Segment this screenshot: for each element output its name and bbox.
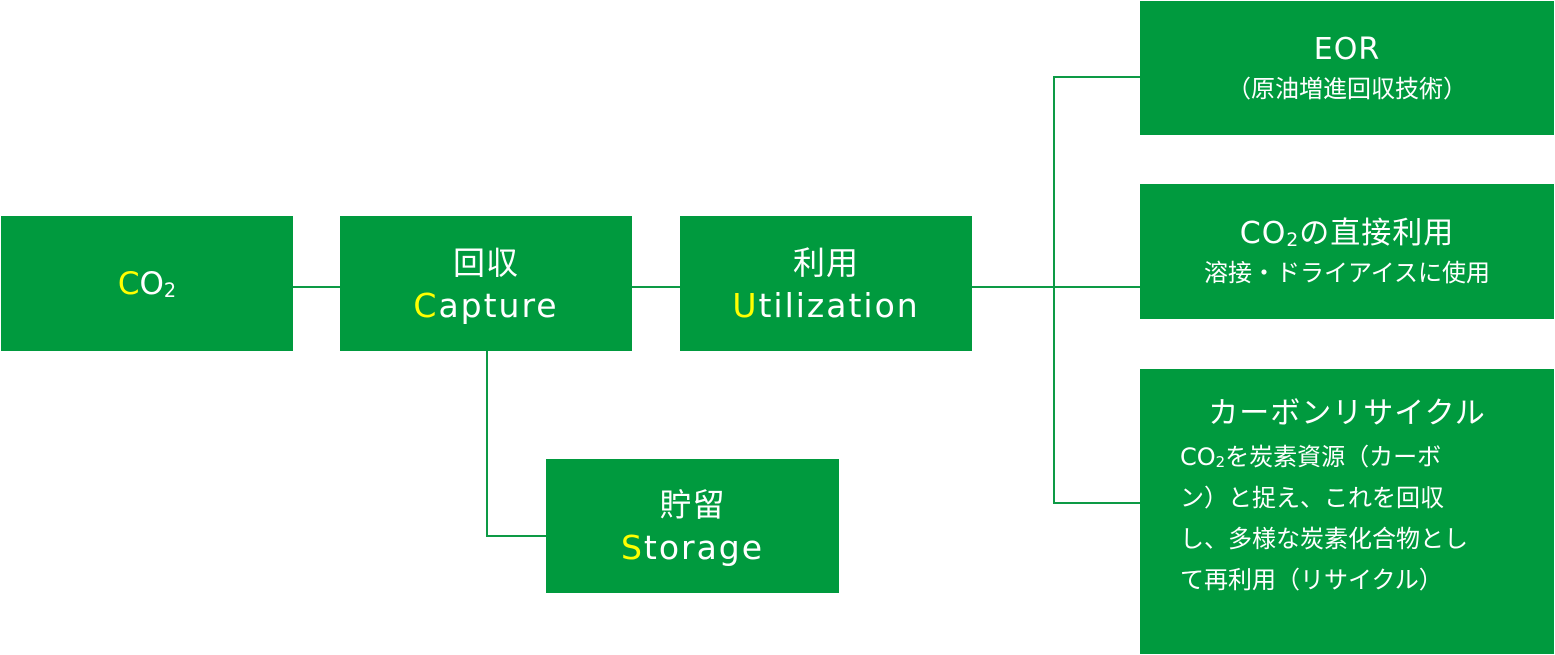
- capture-box: 回収 Capture: [340, 216, 632, 351]
- connector-utilization-branch: [971, 286, 1054, 288]
- recycle-line-2: ン）と捉え、これを回収: [1180, 484, 1444, 512]
- co2-subscript: 2: [163, 278, 177, 302]
- eor-box: EOR （原油増進回収技術）: [1140, 1, 1554, 135]
- storage-jp-label: 貯留: [659, 486, 726, 524]
- utilization-highlight: U: [732, 285, 759, 325]
- capture-rest: apture: [438, 285, 559, 325]
- recycle-line1-co: CO: [1180, 443, 1216, 471]
- eor-title: EOR: [1313, 32, 1381, 67]
- storage-en-label: Storage: [621, 527, 764, 569]
- connector-branch-recycle: [1053, 502, 1141, 504]
- storage-rest: torage: [643, 528, 765, 567]
- carbon-recycle-title: カーボンリサイクル: [1208, 396, 1486, 431]
- connector-co2-capture: [292, 286, 341, 288]
- connector-storage: [486, 535, 547, 537]
- direct-title-rest: の直接利用: [1299, 215, 1455, 251]
- utilization-jp-label: 利用: [792, 243, 859, 282]
- utilization-en-label: Utilization: [732, 285, 919, 327]
- direct-title-co: CO: [1239, 215, 1287, 251]
- connector-branch-vertical: [1053, 76, 1055, 504]
- co2-rest: O: [139, 265, 164, 302]
- connector-branch-direct: [1053, 286, 1141, 288]
- recycle-line1-rest: を炭素資源（カーボ: [1225, 443, 1442, 471]
- direct-use-title: CO2の直接利用: [1240, 213, 1454, 255]
- co2-label: CO2: [118, 266, 176, 302]
- storage-box: 貯留 Storage: [546, 459, 839, 593]
- direct-use-box: CO2の直接利用 溶接・ドライアイスに使用: [1140, 184, 1554, 319]
- capture-en-label: Capture: [413, 285, 558, 327]
- connector-branch-eor: [1053, 76, 1141, 78]
- co2-box: CO2: [1, 216, 293, 351]
- connector-capture-down: [486, 350, 488, 537]
- connector-capture-utilization: [631, 286, 681, 288]
- carbon-recycle-box: カーボンリサイクル CO2を炭素資源（カーボ ン）と捉え、これを回収 し、多様な…: [1140, 369, 1554, 654]
- carbon-recycle-description: CO2を炭素資源（カーボ ン）と捉え、これを回収 し、多様な炭素化合物とし て再…: [1140, 437, 1468, 601]
- utilization-box: 利用 Utilization: [680, 216, 972, 351]
- storage-highlight: S: [620, 528, 644, 567]
- utilization-rest: tilization: [758, 285, 920, 325]
- capture-jp-label: 回収: [452, 243, 519, 282]
- co2-highlight: C: [117, 265, 140, 302]
- recycle-line1-subscript: 2: [1215, 453, 1226, 472]
- recycle-line-4: て再利用（リサイクル）: [1180, 566, 1443, 594]
- direct-use-subtitle: 溶接・ドライアイスに使用: [1203, 258, 1491, 287]
- direct-title-subscript: 2: [1286, 229, 1300, 251]
- recycle-line-1: CO2を炭素資源（カーボ: [1180, 437, 1468, 478]
- recycle-line-3: し、多様な炭素化合物とし: [1180, 525, 1468, 553]
- eor-subtitle: （原油増進回収技術）: [1227, 75, 1467, 103]
- capture-highlight: C: [413, 285, 439, 325]
